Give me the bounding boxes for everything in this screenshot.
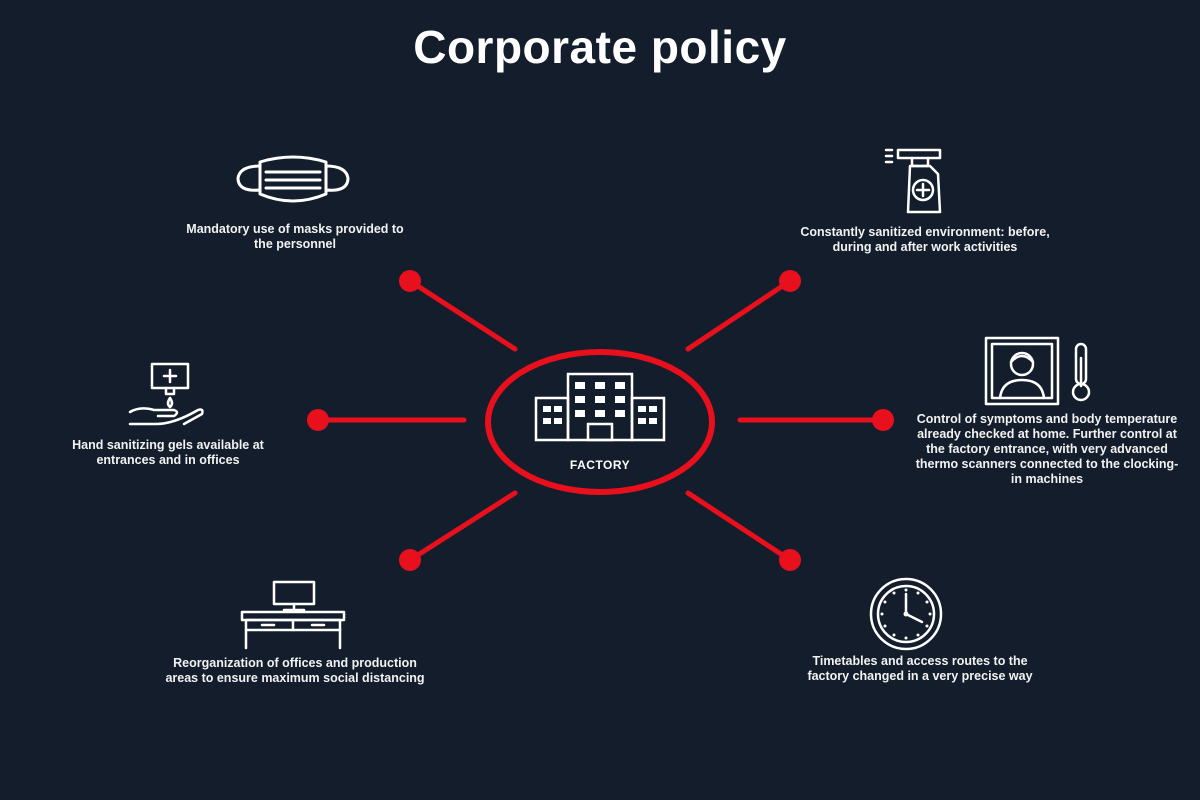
connector-dot-bottom-right — [779, 549, 801, 571]
face-mask-icon — [236, 155, 350, 203]
policy-text-symptom-control: Control of symptoms and body temperature… — [915, 412, 1179, 486]
connector-line-top-right — [685, 278, 793, 352]
connector-dot-top-right — [779, 270, 801, 292]
connector-dot-top-left — [399, 270, 421, 292]
thermo-scanner-icon — [984, 336, 1091, 406]
policy-text-sanitized-environment: Constantly sanitized environment: before… — [800, 225, 1050, 254]
center-hub-ring — [485, 349, 715, 495]
factory-building-icon — [534, 372, 666, 442]
spray-bottle-icon — [884, 148, 942, 214]
connector-line-top-left — [407, 278, 518, 352]
connector-line-bottom-right — [685, 490, 793, 563]
policy-text-hand-sanitizing: Hand sanitizing gels available at entran… — [72, 438, 264, 467]
center-label: FACTORY — [569, 458, 631, 472]
sanitizer-dispenser-icon — [128, 362, 204, 426]
connector-dot-bottom-left — [399, 549, 421, 571]
policy-text-timetables: Timetables and access routes to the fact… — [807, 654, 1033, 683]
connector-dot-right — [872, 409, 894, 431]
policy-text-social-distancing: Reorganization of offices and production… — [165, 656, 425, 685]
office-desk-icon — [240, 580, 346, 650]
page-title: Corporate policy — [413, 21, 787, 73]
clock-icon — [869, 577, 943, 651]
connector-line-bottom-left — [407, 490, 518, 563]
policy-text-masks: Mandatory use of masks provided to the p… — [186, 222, 404, 251]
connector-dot-left — [307, 409, 329, 431]
